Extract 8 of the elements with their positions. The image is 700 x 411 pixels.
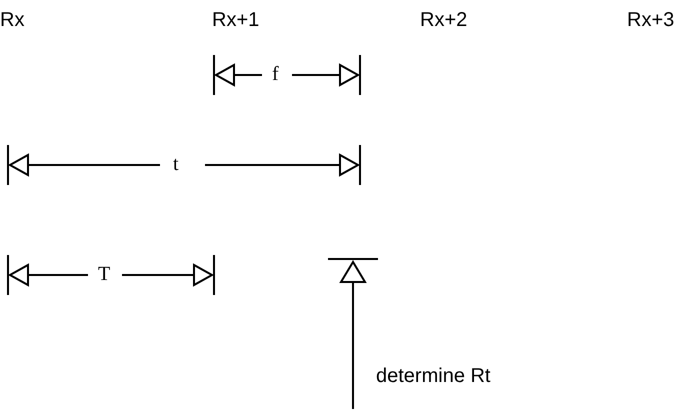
interval-label: t (173, 152, 179, 176)
register-label: Rx+2 (420, 8, 468, 32)
interval-label: T (98, 262, 110, 286)
annotation-text: determine Rt (376, 364, 490, 388)
register-label: Rx+3 (627, 8, 674, 32)
register-label: Rx+1 (212, 8, 260, 32)
interval-label: f (272, 62, 279, 86)
register-label: Rx (0, 8, 24, 32)
